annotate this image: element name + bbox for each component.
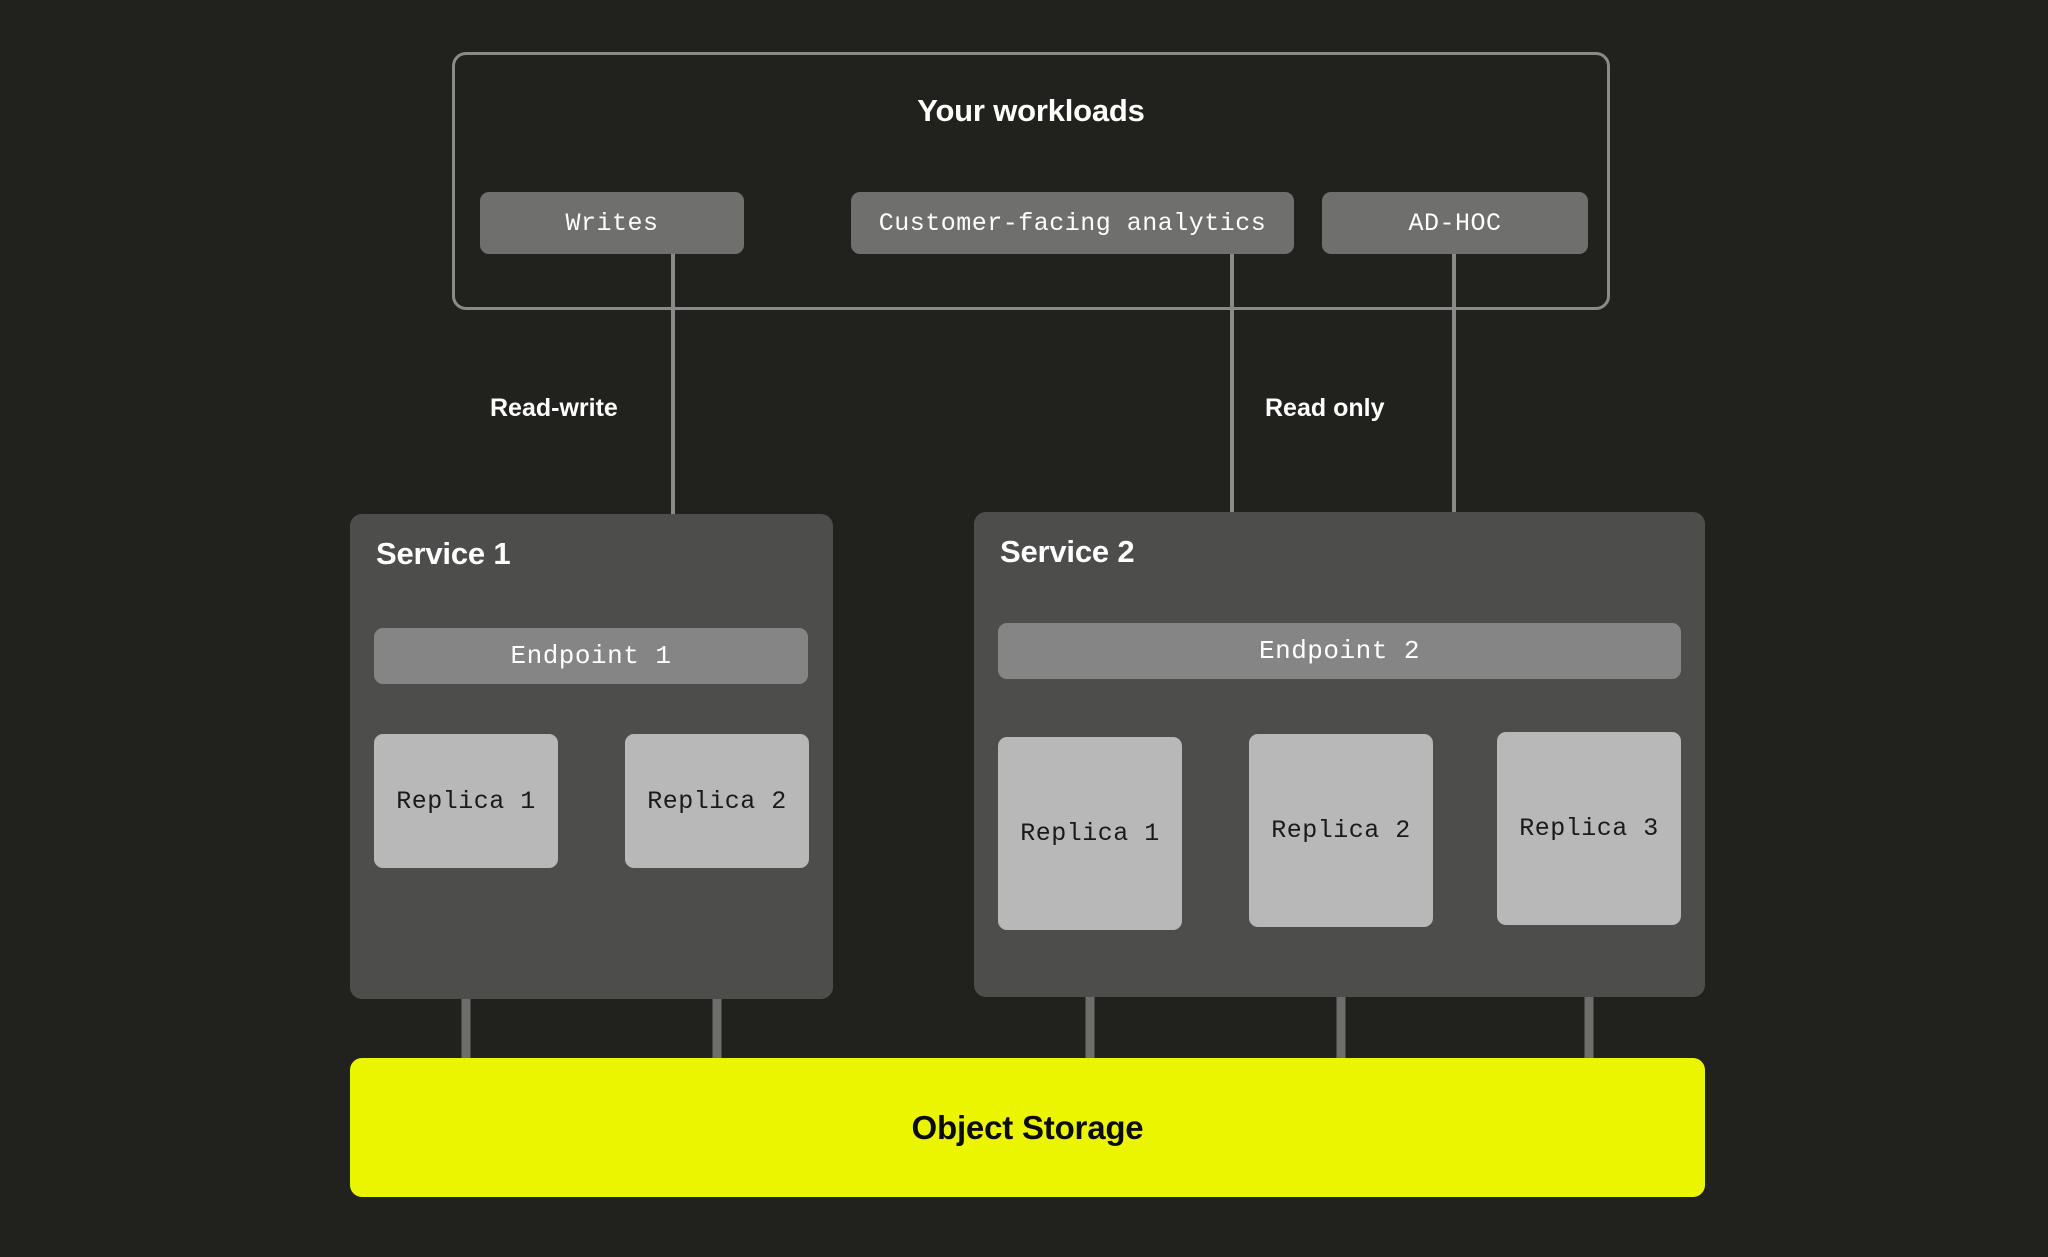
service-1-title: Service 1 — [376, 536, 511, 571]
service-1-endpoint[interactable]: Endpoint 1 — [374, 628, 808, 684]
service-2-endpoint[interactable]: Endpoint 2 — [998, 623, 1681, 679]
service-1-replica-1[interactable]: Replica 1 — [374, 734, 558, 868]
object-storage-bar[interactable]: Object Storage — [350, 1058, 1705, 1197]
service-2-title: Service 2 — [1000, 534, 1135, 569]
workloads-title: Your workloads — [917, 93, 1145, 128]
workload-chip-customer-facing-analytics[interactable]: Customer-facing analytics — [851, 192, 1294, 254]
service-1-replica-2[interactable]: Replica 2 — [625, 734, 809, 868]
service-1-container: Service 1 Endpoint 1 Replica 1 Replica 2 — [350, 514, 833, 999]
workloads-container: Your workloads — [452, 52, 1610, 310]
edge-label-read-only: Read only — [1265, 394, 1385, 422]
service-2-replica-2[interactable]: Replica 2 — [1249, 734, 1433, 927]
service-2-container: Service 2 Endpoint 2 Replica 1 Replica 2… — [974, 512, 1705, 997]
workload-chip-writes[interactable]: Writes — [480, 192, 744, 254]
workload-chip-ad-hoc[interactable]: AD-HOC — [1322, 192, 1588, 254]
service-2-replica-1[interactable]: Replica 1 — [998, 737, 1182, 930]
service-2-replica-3[interactable]: Replica 3 — [1497, 732, 1681, 925]
edge-label-read-write: Read-write — [490, 394, 618, 422]
